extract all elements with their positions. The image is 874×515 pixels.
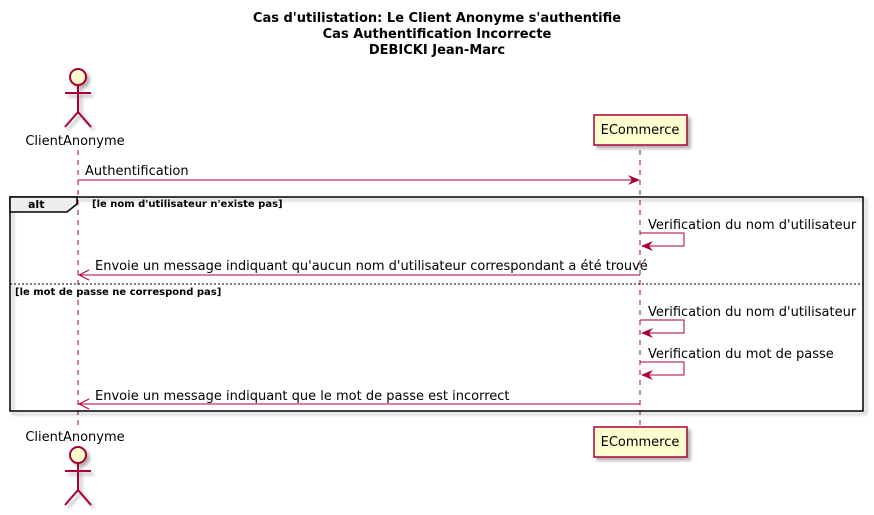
diagram-title-line-3: DEBICKI Jean-Marc (369, 43, 505, 58)
reply-2-label: Envoie un message indiquant que le mot d… (95, 389, 510, 404)
alt-keyword: alt (28, 198, 44, 211)
verif-pass-label: Verification du mot de passe (648, 347, 834, 362)
actor-icon-top (64, 68, 92, 128)
actor-label-top: ClientAnonyme (25, 134, 124, 149)
alt-fragment-header (9, 196, 78, 213)
auth-message-label: Authentification (85, 164, 189, 179)
alt-guard-2: [le mot de passe ne correspond pas] (15, 287, 221, 298)
ecommerce-label-bottom: ECommerce (601, 435, 680, 450)
diagram-title-line-1: Cas d'utilistation: Le Client Anonyme s'… (253, 11, 621, 26)
reply-1-label: Envoie un message indiquant qu'aucun nom… (95, 259, 648, 274)
auth-arrowhead (628, 175, 640, 185)
verif-user-2-arrowhead (641, 328, 653, 338)
verif-pass-arrowhead (641, 370, 653, 380)
verif-user-2-selfloop (640, 319, 685, 334)
verif-user-1-arrowhead (641, 241, 653, 251)
reply-1-arrowhead (77, 269, 90, 281)
actor-icon-bottom (64, 446, 92, 506)
ecommerce-box-top (593, 114, 688, 146)
ecommerce-label-top: ECommerce (601, 123, 680, 138)
diagram-title-line-2: Cas Authentification Incorrecte (323, 27, 552, 42)
reply-2-arrowhead (77, 398, 90, 410)
verif-user-2-label: Verification du nom d'utilisateur (648, 305, 857, 320)
verif-user-1-label: Verification du nom d'utilisateur (648, 218, 857, 233)
verif-pass-selfloop (640, 361, 685, 376)
ecommerce-box-bottom (593, 426, 688, 458)
actor-label-bottom: ClientAnonyme (25, 430, 124, 445)
alt-guard-1: [le nom d'utilisateur n'existe pas] (92, 199, 283, 210)
verif-user-1-selfloop (640, 232, 685, 247)
alt-fragment (9, 196, 864, 412)
